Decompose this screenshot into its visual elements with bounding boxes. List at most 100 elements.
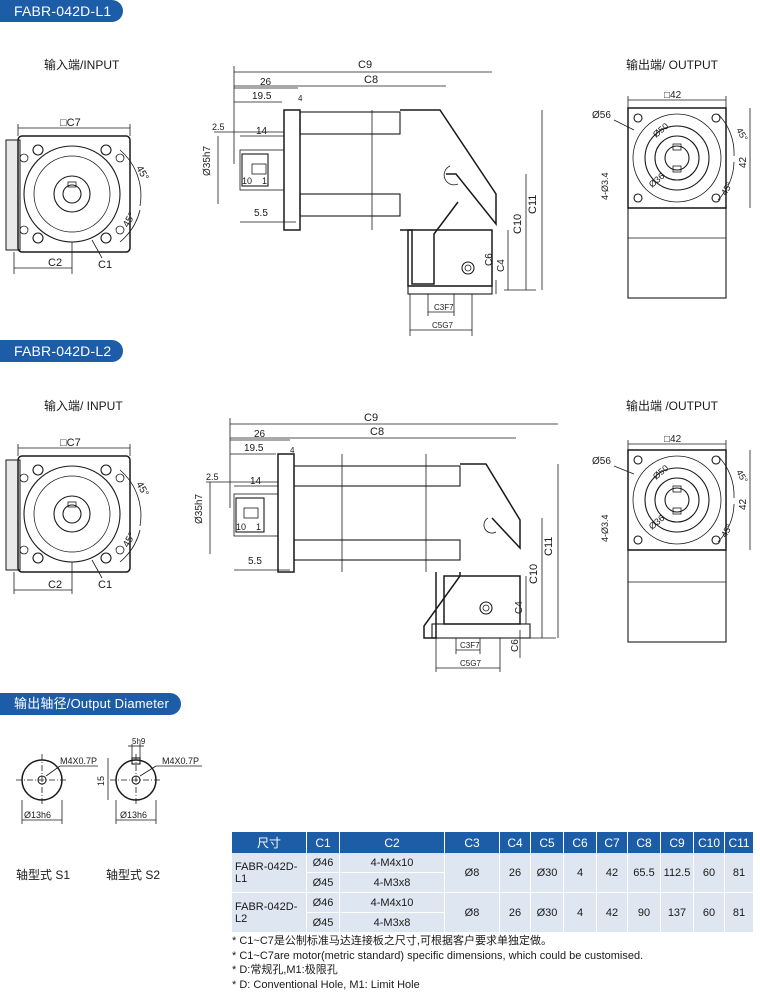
dim-26-l2: 26 xyxy=(254,429,266,440)
dim-d35-l1: Ø35h7 xyxy=(202,146,213,176)
row-l1-c11: 81 xyxy=(725,853,754,893)
row-l2-c6: 4 xyxy=(564,893,597,933)
dim-c6-l2: C6 xyxy=(510,639,521,652)
dim-19-5-l2: 19.5 xyxy=(244,443,264,454)
header-c7: C7 xyxy=(597,832,628,853)
dim-sq42-l2: □42 xyxy=(664,434,682,445)
input-label-l1: 输入端/INPUT xyxy=(44,56,119,73)
dim-10-l1: 10 xyxy=(242,176,252,186)
header-size: 尺寸 xyxy=(232,832,307,853)
note-4: * D: Conventional Hole, M1: Limit Hole xyxy=(232,978,643,992)
spec-table-header: 尺寸 C1 C2 C3 C4 C5 C6 C7 C8 C9 C10 C11 xyxy=(232,832,754,853)
shaft-s1-thread: M4X0.7P xyxy=(60,756,97,766)
dim-c2-l1: C2 xyxy=(48,257,62,269)
row-l1-c5: Ø30 xyxy=(531,853,564,893)
row-l2-model: FABR-042D-L2 xyxy=(232,893,307,933)
side-view-l2: C9 C8 26 19.5 4 2.5 14 10 1 Ø35h7 5.5 C1… xyxy=(186,408,556,678)
row-l1-c2b: 4-M3x8 xyxy=(340,873,445,893)
dim-c10-l2: C10 xyxy=(528,564,540,584)
header-c8: C8 xyxy=(628,832,661,853)
dim-c3-l2: C3F7 xyxy=(460,641,480,650)
row-l2-c4: 26 xyxy=(500,893,531,933)
shaft-s2-diameter: Ø13h6 xyxy=(120,810,147,820)
note-2: * C1~C7are motor(metric standard) specif… xyxy=(232,949,643,964)
row-l2-c7: 42 xyxy=(597,893,628,933)
header-c1: C1 xyxy=(307,832,340,853)
header-c3: C3 xyxy=(445,832,500,853)
shaft-s2-label: 轴型式 S2 xyxy=(106,866,160,883)
dim-c6-l1: C6 xyxy=(484,253,495,266)
output-diameter-title: 输出轴径/Output Diameter xyxy=(0,693,181,715)
dim-10-l2: 10 xyxy=(236,522,246,532)
angle-45-top-l2: 45° xyxy=(133,480,150,499)
dim-holes-l1: 4-Ø3.4 xyxy=(600,172,610,200)
header-c5: C5 xyxy=(531,832,564,853)
dim-c9-l1: C9 xyxy=(358,59,372,71)
output-flange-view-l2: □42 Ø56 Ø50 Ø36 4-Ø3.4 42 45° 45° xyxy=(588,430,760,646)
dim-19-5-l1: 19.5 xyxy=(252,91,272,102)
dim-14-l2: 14 xyxy=(250,476,262,487)
dim-d56-l2: Ø56 xyxy=(592,456,611,467)
angle-45-top-l1: 45° xyxy=(133,164,150,183)
row-l2-c10: 60 xyxy=(694,893,725,933)
output-label-l1: 输出端/ OUTPUT xyxy=(626,56,718,73)
dim-1-l2: 1 xyxy=(256,522,261,532)
dim-c1-l1: C1 xyxy=(98,259,112,271)
shaft-s1-diameter: Ø13h6 xyxy=(24,810,51,820)
shaft-s1-drawing: M4X0.7P Ø13h6 xyxy=(14,740,104,830)
angle-45-bottom-l1: 45° xyxy=(121,211,138,230)
header-c9: C9 xyxy=(661,832,694,853)
row-l2-c2a: 4-M4x10 xyxy=(340,893,445,913)
dim-c2-l2: C2 xyxy=(48,579,62,591)
side-view-l1: C9 C8 26 19.5 4 2.5 14 10 1 Ø35h7 5.5 C1… xyxy=(196,54,556,344)
dim-c8-l1: C8 xyxy=(364,74,378,86)
dim-holes-l2: 4-Ø3.4 xyxy=(600,514,610,542)
header-c6: C6 xyxy=(564,832,597,853)
row-l1-c7: 42 xyxy=(597,853,628,893)
dim-c11-l1: C11 xyxy=(527,195,539,214)
dim-d56-l1: Ø56 xyxy=(592,110,611,121)
dim-5-5-l1: 5.5 xyxy=(254,208,268,219)
angle-45-top-o1: 45° xyxy=(734,126,750,143)
input-flange-view-l2: □C7 45° 45° C2 C1 xyxy=(0,428,170,598)
note-1: * C1~C7是公制标准马达连接板之尺寸,可根据客户要求单独定做。 xyxy=(232,934,643,949)
dim-1-l1: 1 xyxy=(262,176,267,186)
spec-table: 尺寸 C1 C2 C3 C4 C5 C6 C7 C8 C9 C10 C11 FA… xyxy=(232,832,754,933)
table-row: FABR-042D-L2 Ø46 4-M4x10 Ø8 26 Ø30 4 42 … xyxy=(232,893,754,913)
dim-d50-l1: Ø50 xyxy=(651,121,670,140)
output-label-l2: 输出端 /OUTPUT xyxy=(626,397,718,414)
dim-c5-l2: C5G7 xyxy=(460,659,481,668)
row-l1-c2a: 4-M4x10 xyxy=(340,853,445,873)
header-c4: C4 xyxy=(500,832,531,853)
row-l1-c9: 112.5 xyxy=(661,853,694,893)
row-l2-c5: Ø30 xyxy=(531,893,564,933)
angle-45-bottom-o1: 45° xyxy=(719,180,735,197)
output-flange-view-l1: □42 Ø56 Ø50 Ø36 4-Ø3.4 42 45° 45° xyxy=(588,88,760,302)
dim-c1-l2: C1 xyxy=(98,579,112,591)
angle-45-bottom-o2: 45° xyxy=(719,522,735,539)
row-l1-c8: 65.5 xyxy=(628,853,661,893)
dim-c4-l1: C4 xyxy=(496,259,507,272)
header-c2: C2 xyxy=(340,832,445,853)
dim-c5-l1: C5G7 xyxy=(432,321,453,330)
row-l2-c11: 81 xyxy=(725,893,754,933)
row-l1-c3: Ø8 xyxy=(445,853,500,893)
row-l1-c1a: Ø46 xyxy=(307,853,340,873)
dim-c4-l2: C4 xyxy=(514,601,525,614)
input-label-l2: 输入端/ INPUT xyxy=(44,397,123,414)
section-title-l1: FABR-042D-L1 xyxy=(0,0,123,22)
dim-2-5-l2: 2.5 xyxy=(206,472,219,482)
row-l1-model: FABR-042D-L1 xyxy=(232,853,307,893)
dim-c7-l1: □C7 xyxy=(60,117,81,129)
row-l2-c1a: Ø46 xyxy=(307,893,340,913)
dim-14-l1: 14 xyxy=(256,126,268,137)
shaft-s2-thread: M4X0.7P xyxy=(162,756,199,766)
shaft-s2-drawing: 5h9 15 M4X0.7P Ø13h6 xyxy=(96,734,216,830)
dim-2-5-l1: 2.5 xyxy=(212,122,225,132)
dim-d50-l2: Ø50 xyxy=(651,463,670,482)
dim-sq42-l1: □42 xyxy=(664,90,682,101)
shaft-s1-label: 轴型式 S1 xyxy=(16,866,70,883)
row-l1-c4: 26 xyxy=(500,853,531,893)
dim-c3-l1: C3F7 xyxy=(434,303,454,312)
dim-5-5-l2: 5.5 xyxy=(248,556,262,567)
